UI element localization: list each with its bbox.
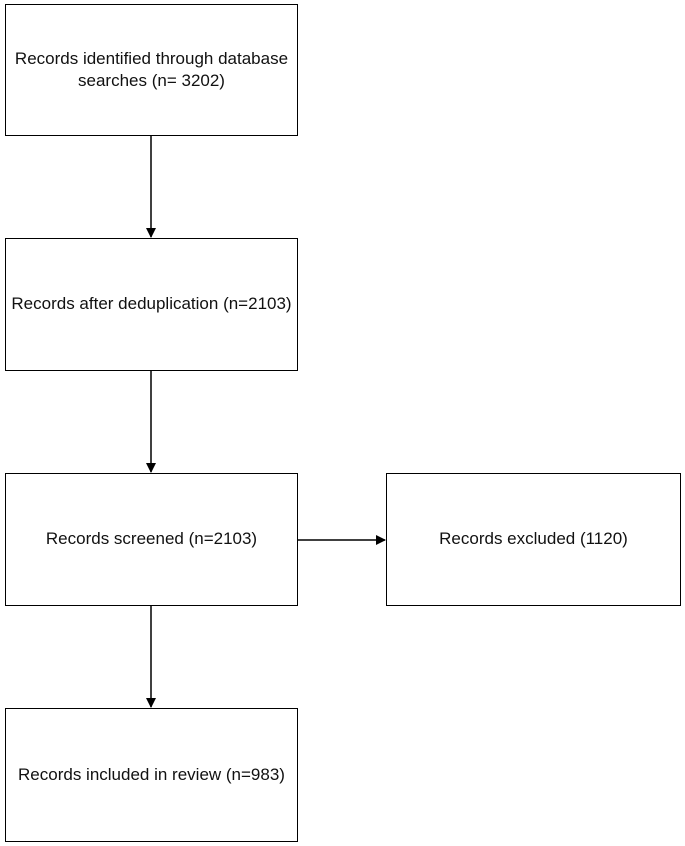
node-label-records-excluded: Records excluded (1120) xyxy=(439,529,628,549)
node-label-records-identified: Records identified through database sear… xyxy=(14,48,289,90)
node-records-screened: Records screened (n=2103) xyxy=(5,473,298,606)
node-records-after-deduplication: Records after deduplication (n=2103) xyxy=(5,238,298,371)
node-records-excluded: Records excluded (1120) xyxy=(386,473,681,606)
node-records-identified: Records identified through database sear… xyxy=(5,4,298,136)
node-label-records-after-deduplication: Records after deduplication (n=2103) xyxy=(11,294,292,314)
node-label-records-screened: Records screened (n=2103) xyxy=(45,529,258,549)
node-records-included: Records included in review (n=983) xyxy=(5,708,298,842)
node-label-records-included: Records included in review (n=983) xyxy=(18,764,285,784)
